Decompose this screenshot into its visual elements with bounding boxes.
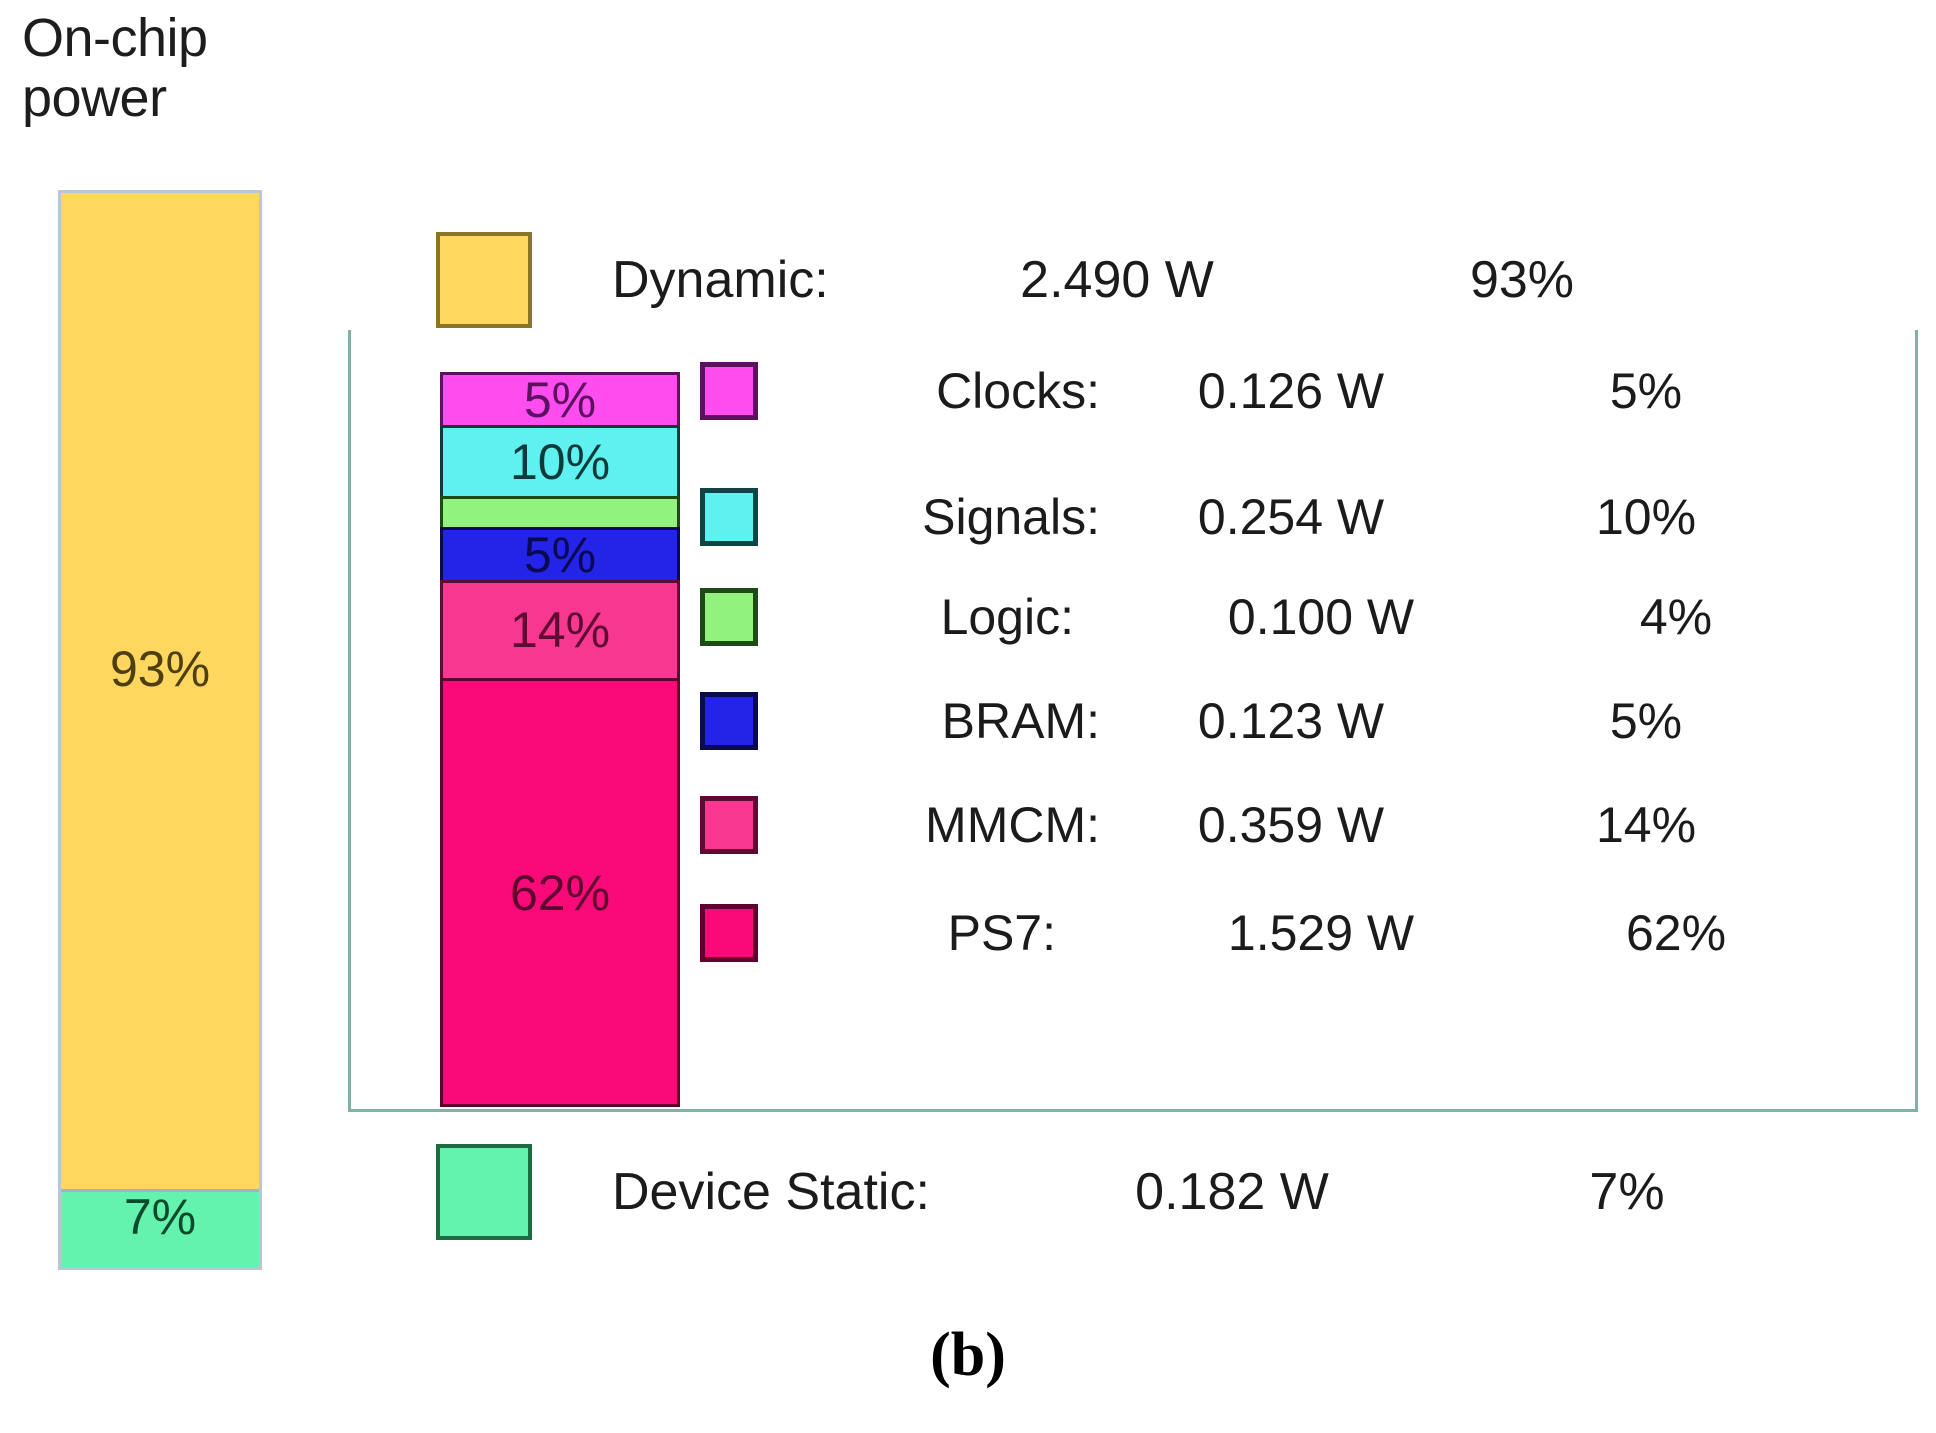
stack-segment-clocks: 5% [440,372,680,425]
logic-color-swatch [700,588,758,646]
legend-row-ps7: PS7: 1.529 W 62% [700,898,1900,968]
mmcm-percent: 14% [1595,797,1697,853]
dynamic-color-swatch [436,232,532,328]
onchip-segment-dynamic-label: 93% [109,640,211,697]
bram-percent: 5% [1609,693,1683,749]
legend-row-mmcm: MMCM: 0.359 W 14% [700,790,1900,860]
stack-segment-bram-label: 5% [523,526,597,583]
mmcm-color-swatch [700,796,758,854]
stack-segment-logic [440,496,680,527]
signals-percent: 10% [1595,489,1697,545]
bram-color-swatch [700,692,758,750]
logic-percent: 4% [1639,589,1713,645]
signals-label: Signals: [922,489,1100,545]
onchip-segment-dynamic: 93% [61,193,259,1190]
stack-segment-ps7: 62% [440,678,680,1107]
stack-segment-clocks-label: 5% [523,372,597,428]
legend-row-logic: Logic: 0.100 W 4% [700,582,1900,652]
dynamic-label: Dynamic: [612,251,829,309]
ps7-color-swatch [700,904,758,962]
device-static-label: Device Static: [612,1163,930,1221]
device-static-percent: 7% [1589,1163,1665,1221]
dynamic-percent: 93% [1469,251,1575,309]
onchip-power-bar: 93% 7% [58,190,262,1270]
stack-segment-mmcm: 14% [440,579,680,679]
bram-value: 0.123 W [1197,693,1385,749]
figure-caption: (b) [930,1321,1006,1389]
logic-label: Logic: [940,589,1074,645]
ps7-percent: 62% [1625,905,1727,961]
onchip-segment-device-static: 7% [61,1189,259,1267]
dynamic-breakdown-stacked-bar: 5% 10% 5% 14% 62% [440,372,680,1107]
legend-row-bram: BRAM: 0.123 W 5% [700,686,1900,756]
mmcm-value: 0.359 W [1197,797,1385,853]
mmcm-label: MMCM: [925,797,1100,853]
page-title: On-chip power [22,8,208,129]
stack-segment-bram: 5% [440,526,680,583]
ps7-value: 1.529 W [1227,905,1415,961]
legend-row-dynamic: Dynamic: 2.490 W 93% [436,232,1866,328]
logic-value: 0.100 W [1227,589,1415,645]
clocks-value: 0.126 W [1197,363,1385,419]
onchip-segment-device-static-label: 7% [123,1188,197,1245]
dynamic-value: 2.490 W [1020,251,1214,309]
clocks-color-swatch [700,362,758,420]
clocks-percent: 5% [1609,363,1683,419]
legend-row-signals: Signals: 0.254 W 10% [700,482,1900,552]
signals-color-swatch [700,488,758,546]
stack-segment-signals-label: 10% [509,434,611,491]
stack-segment-signals: 10% [440,425,680,497]
ps7-label: PS7: [947,905,1056,961]
device-static-value: 0.182 W [1135,1163,1329,1221]
clocks-label: Clocks: [936,363,1100,419]
stack-segment-ps7-label: 62% [509,864,611,921]
dynamic-breakdown-frame [348,330,1918,1112]
bram-label: BRAM: [941,693,1100,749]
device-static-color-swatch [436,1144,532,1240]
legend-row-device-static: Device Static: 0.182 W 7% [436,1142,1866,1242]
stack-segment-mmcm-label: 14% [509,602,611,659]
signals-value: 0.254 W [1197,489,1385,545]
legend-row-clocks: Clocks: 0.126 W 5% [700,356,1900,426]
